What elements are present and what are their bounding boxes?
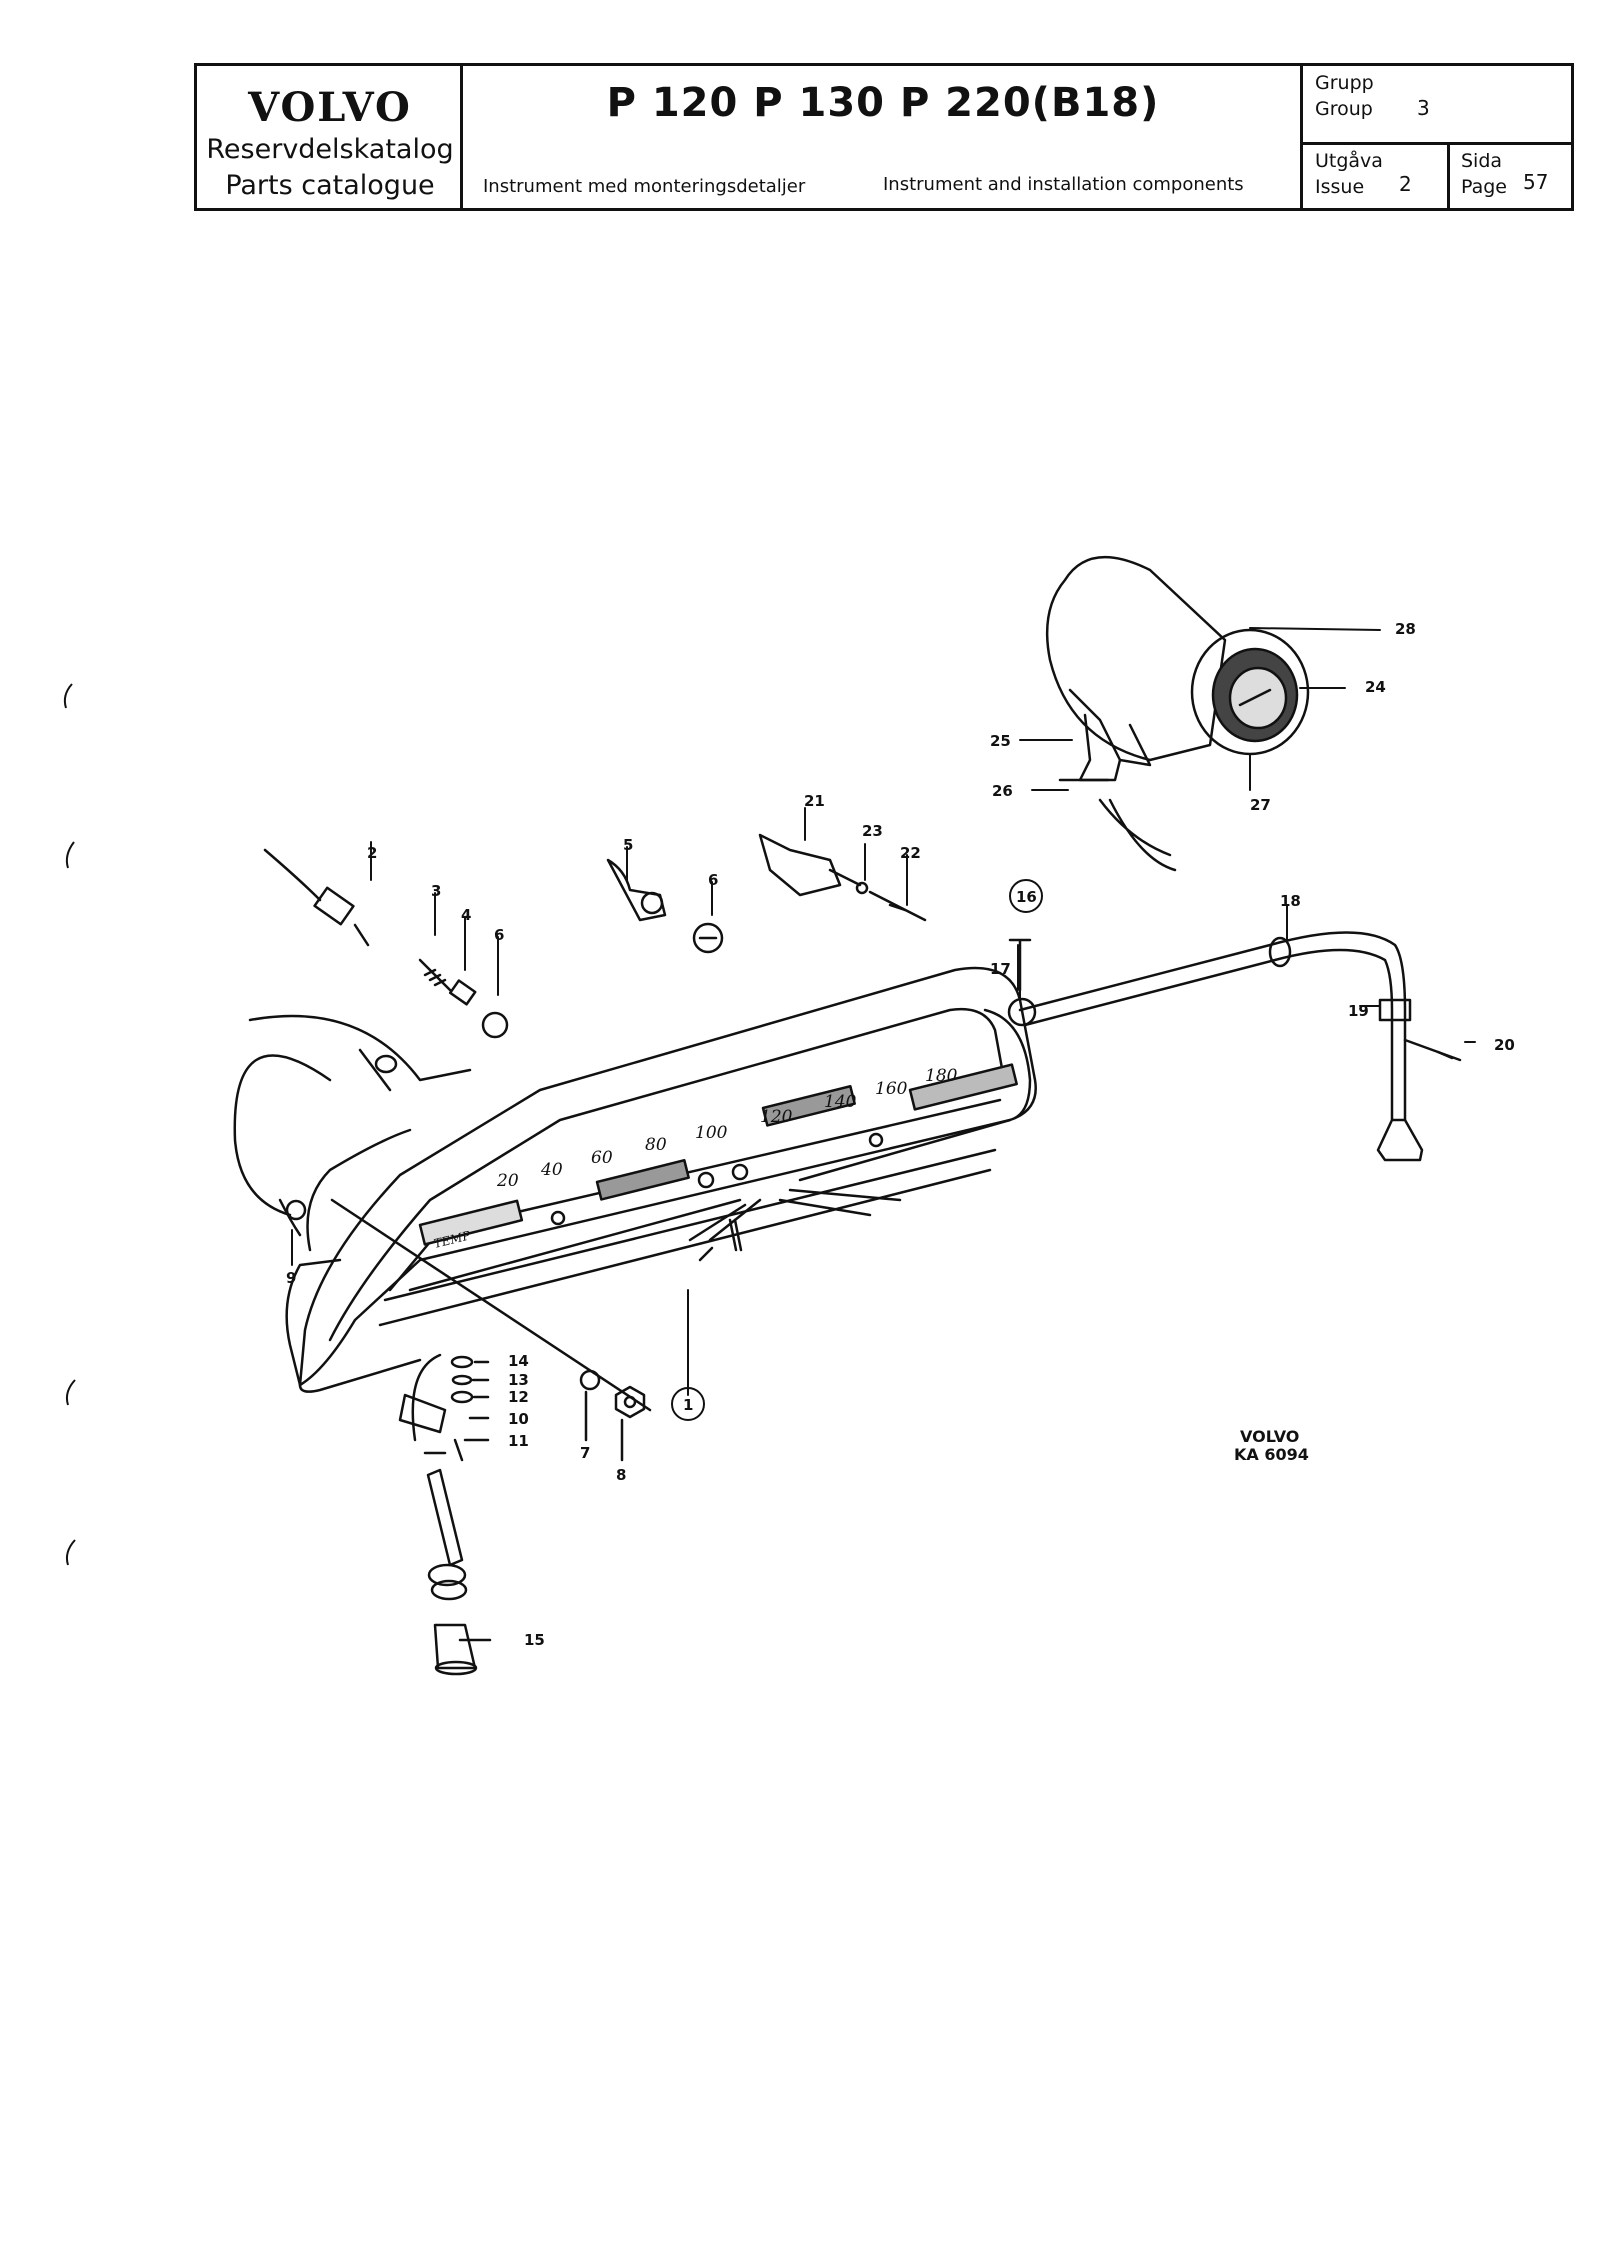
reference-divider [1303,142,1571,145]
callout-8: 8 [616,1466,626,1484]
group-label-en: Group [1315,98,1373,120]
speedo-mark: 40 [540,1160,563,1180]
callout-17: 17 [990,960,1011,978]
issue-value: 2 [1399,172,1412,196]
section-description-sv: Instrument med monteringsdetaljer [483,176,806,197]
left-cable [233,1014,472,1237]
callout-3: 3 [431,882,441,900]
speedometer-scale: 20 40 60 80 100 120 140 160 180 TEMP [432,1066,957,1251]
callout-5: 5 [623,836,633,854]
speedo-mark: 20 [496,1171,519,1191]
callout-25: 25 [990,732,1011,750]
speedo-mark: 80 [645,1135,667,1155]
callout-27: 27 [1250,796,1271,814]
callout-26: 26 [992,782,1013,800]
issue-label-en: Issue [1315,176,1365,198]
callout-24: 24 [1365,678,1386,696]
page-label-sv: Sida [1461,150,1503,172]
speedo-mark: 180 [925,1066,958,1086]
model-list: P 120 P 130 P 220(B18) [606,80,1160,126]
callout-10: 10 [508,1410,529,1428]
issue-page-divider [1447,142,1450,208]
callout-28: 28 [1395,620,1416,638]
speedo-mark: 100 [695,1123,728,1143]
speedo-mark: 60 [591,1148,613,1168]
callout-12: 12 [508,1388,529,1406]
nut-and-star-washer [330,1198,652,1462]
callout-22: 22 [900,844,921,862]
callout-7: 7 [580,1444,590,1462]
speedo-mark: 120 [760,1107,793,1127]
title-block: VOLVO Reservdelskatalog Parts catalogue … [194,63,1574,211]
callout-6: 6 [494,926,504,944]
catalog-title-en: Parts catalogue [225,170,435,201]
callout-9: 9 [286,1269,296,1287]
callout-18: 18 [1280,892,1301,910]
binding-marks [63,683,76,1566]
drawing-code-brand: VOLVO [1240,1427,1299,1446]
callout-4: 4 [461,906,471,924]
leader-lines [291,627,1476,1396]
brand-logo: VOLVO [248,84,412,131]
brand-cell: VOLVO Reservdelskatalog Parts catalogue [197,66,463,208]
callout-19: 19 [1348,1002,1369,1020]
callout-labels: 1 2 3 4 5 6 6 7 8 9 10 11 12 13 14 15 16… [286,620,1515,1649]
upper-cable [1007,931,1462,1162]
callout-circles [671,879,1043,1421]
callout-21: 21 [804,792,825,810]
callout-16: 16 [1016,888,1037,906]
washer-stack [450,1355,490,1442]
section-description-en: Instrument and installation components [883,174,1244,195]
model-cell: P 120 P 130 P 220(B18) Instrument med mo… [463,66,1303,208]
callout-1: 1 [683,1396,693,1414]
sensor-unit [758,833,927,922]
speedo-mark: 160 [875,1079,908,1099]
callout-15: 15 [524,1631,545,1649]
instrument-cluster [285,966,1037,1393]
auxiliary-gauge [1045,555,1310,872]
group-value: 3 [1417,96,1430,120]
callout-2: 2 [367,844,377,862]
lower-cable [398,1353,492,1676]
speedo-mark: 140 [824,1092,857,1112]
page-label-en: Page [1461,176,1507,198]
issue-label-sv: Utgåva [1315,150,1383,172]
callout-13: 13 [508,1371,529,1389]
reference-cell: Grupp Group 3 Utgåva Issue 2 Sida Page 5… [1303,66,1571,208]
catalog-title-sv: Reservdelskatalog [206,134,454,165]
callout-20: 20 [1494,1036,1515,1054]
callout-6b: 6 [708,871,718,889]
group-label-sv: Grupp [1315,72,1374,94]
callout-11: 11 [508,1432,529,1450]
page-value: 57 [1523,170,1549,194]
callout-23: 23 [862,822,883,840]
drawing-code-number: KA 6094 [1234,1445,1309,1464]
callout-14: 14 [508,1352,529,1370]
